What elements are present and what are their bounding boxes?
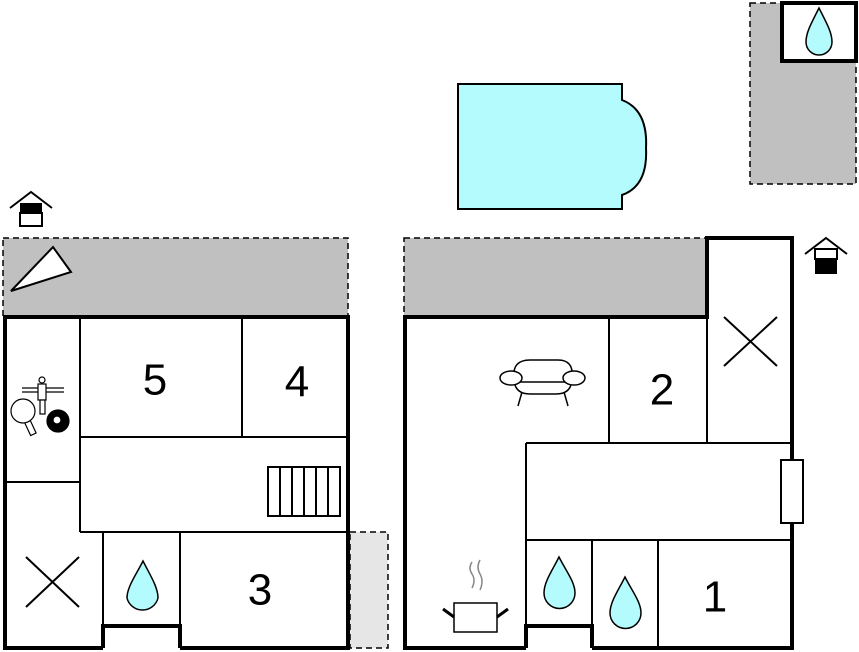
stairs-icon: [267, 466, 341, 517]
sofa-icon: [499, 359, 586, 407]
exterior-walls-left: [3, 315, 350, 650]
games-icon: [10, 376, 70, 437]
water-drop-icon: [609, 575, 642, 630]
terrace-right: [403, 237, 708, 318]
house-entrance-icon: [9, 190, 53, 227]
cooking-pot-icon: [442, 559, 509, 633]
sun-lounger-icon: [10, 245, 73, 292]
toilet-x-icon: [25, 556, 80, 608]
room-1-label: 1: [703, 573, 727, 622]
water-drop-icon: [543, 555, 576, 610]
pool-icon: [457, 83, 648, 210]
water-drop-icon: [805, 6, 833, 56]
room-5-label: 5: [143, 356, 167, 405]
terrace-side-left: [349, 531, 389, 649]
terrace-left: [2, 237, 349, 318]
house-entrance-icon: [804, 236, 848, 274]
interior-walls-right: [525, 317, 792, 648]
water-drop-icon: [126, 559, 159, 611]
room-2-label: 2: [650, 366, 674, 415]
room-4-label: 4: [285, 358, 309, 407]
window-icon: [780, 459, 804, 524]
toilet-x-icon: [723, 316, 778, 367]
room-3-label: 3: [248, 566, 272, 615]
exterior-walls-right: [403, 236, 794, 650]
